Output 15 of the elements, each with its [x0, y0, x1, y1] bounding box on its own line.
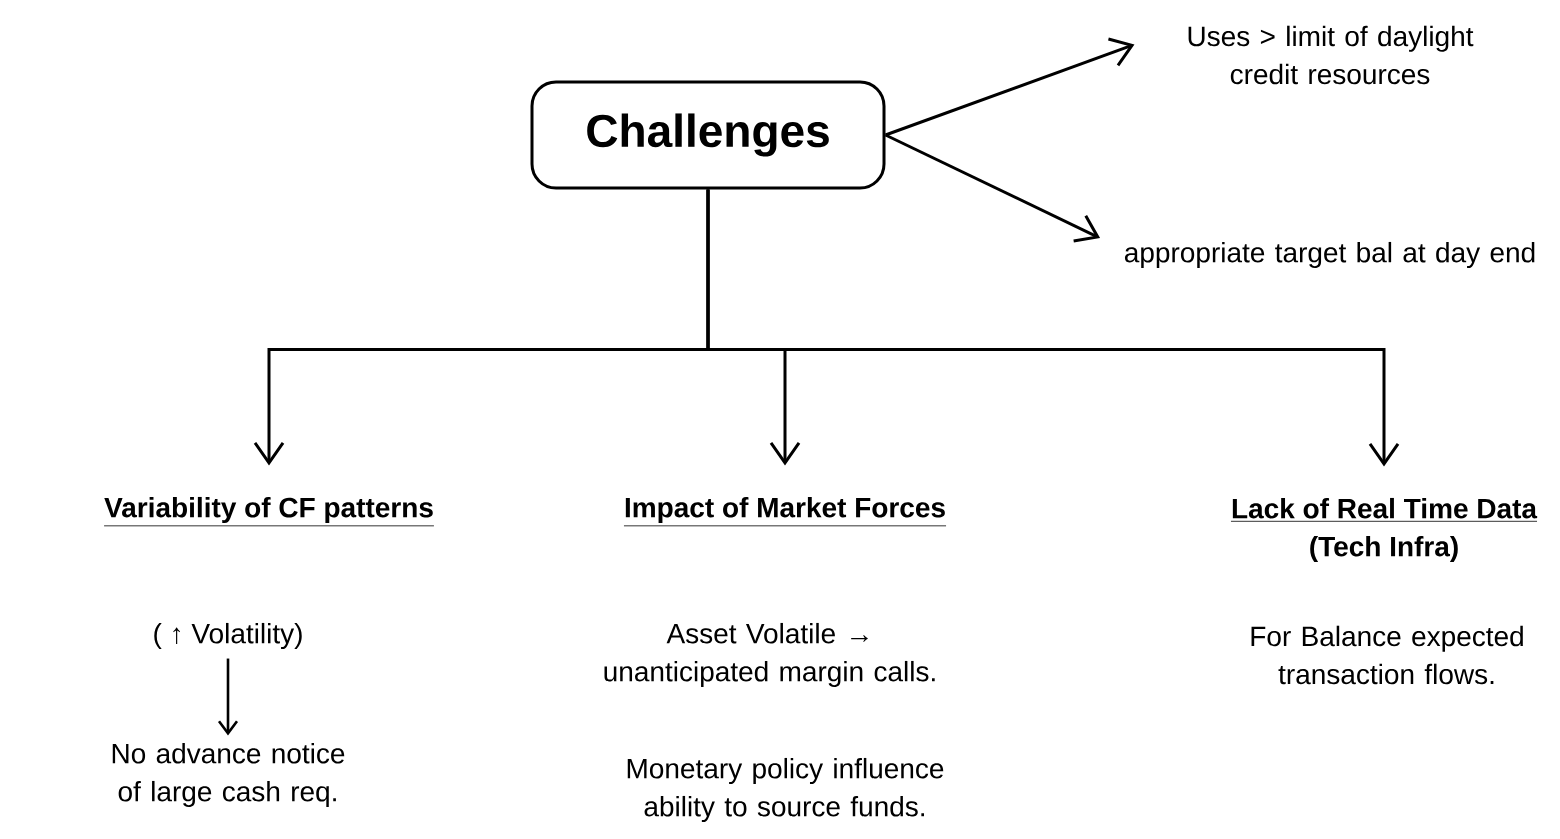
arrow: [884, 133, 1101, 243]
note-text: appropriate target bal at day end: [1124, 241, 1535, 269]
note-text: For Balance expected transaction flows.: [1251, 625, 1523, 685]
arrow: [885, 37, 1135, 137]
heading: Variability of CF patterns: [103, 496, 435, 527]
note-text: Asset Volatile → unanticipated margin calls.: [604, 622, 935, 688]
arrow: [217, 658, 239, 736]
heading: Lack of Real Time Data (Tech Infra): [1230, 497, 1538, 563]
heading: Impact of Market Forces: [623, 496, 947, 527]
rounded-box: Challenges: [530, 80, 886, 190]
note-text: ( ↑ Volatility): [154, 622, 302, 650]
note-text: No advance notice of large cash req.: [112, 742, 345, 808]
note-text: Monetary policy influence ability to source funds.: [627, 757, 944, 823]
note-text: Uses > limit of daylight credit resources: [1188, 25, 1474, 85]
arrow: [706, 189, 1400, 467]
